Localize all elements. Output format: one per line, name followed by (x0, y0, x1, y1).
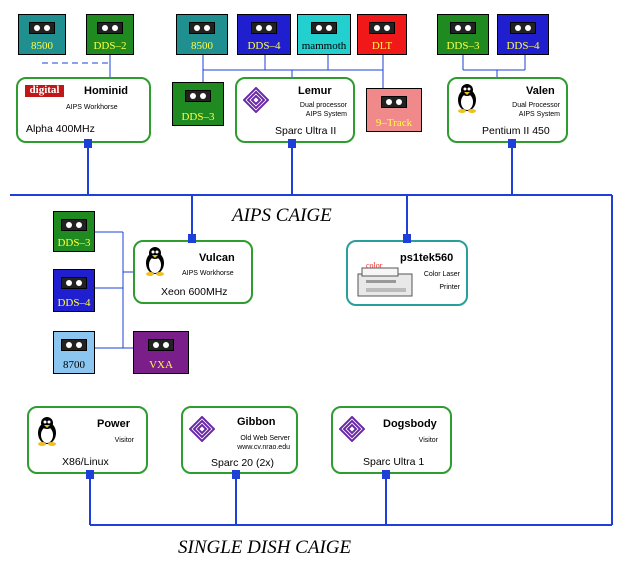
tape-drive-dds4: DDS–4 (53, 269, 95, 312)
tape-slot-icon (189, 22, 215, 34)
tape-slot-icon (381, 96, 407, 108)
aips-caige-label: AIPS CAIGE (232, 205, 332, 226)
tape-drive-dds3: DDS–3 (172, 82, 224, 126)
color-laser-printer-icon (357, 267, 413, 297)
tape-drive-dds4: DDS–4 (237, 14, 291, 55)
tape-slot-icon (251, 22, 277, 34)
host-name: Power (97, 418, 131, 430)
host-spec: Sparc Ultra 1 (363, 456, 425, 468)
host-spec: Sparc 20 (2x) (211, 457, 275, 469)
host-spec: Alpha 400MHz (26, 123, 95, 135)
tux-penguin-icon (458, 84, 476, 113)
tape-drive-8500: 8500 (176, 14, 228, 55)
host-name: Lemur (298, 85, 332, 97)
printer-color-label: color (366, 261, 383, 270)
host-role: Color Laser (423, 271, 460, 278)
tape-drive-dds3: DDS–3 (437, 14, 489, 55)
host-lemur[interactable]: Lemur Dual processor AIPS System Sparc U… (235, 77, 355, 143)
digital-logo: digital (25, 84, 64, 97)
host-role: Visitor (114, 437, 134, 444)
host-power[interactable]: Power Visitor X86/Linux (27, 406, 148, 474)
tape-slot-icon (185, 90, 211, 102)
host-name: ps1tek560 (400, 252, 454, 264)
host-role: AIPS System (518, 111, 560, 118)
host-hominid[interactable]: digital Hominid AIPS Workhorse Alpha 400… (16, 77, 151, 143)
network-port (403, 234, 411, 243)
host-dogsbody[interactable]: Dogsbody Visitor Sparc Ultra 1 (331, 406, 452, 474)
network-port (288, 139, 296, 148)
tape-slot-icon (510, 22, 536, 34)
tape-drive-dlt: DLT (357, 14, 407, 55)
network-port (188, 234, 196, 243)
host-spec: Xeon 600MHz (161, 286, 228, 298)
network-port (508, 139, 516, 148)
host-spec: Sparc Ultra II (275, 125, 337, 137)
tape-drive-9track: 9–Track (366, 88, 422, 132)
host-vulcan[interactable]: Vulcan AIPS Workhorse Xeon 600MHz (133, 240, 253, 304)
host-name: Gibbon (237, 416, 276, 428)
host-role: Old Web Server (240, 435, 290, 442)
network-port (86, 470, 94, 479)
host-role: AIPS Workhorse (66, 104, 118, 111)
tux-penguin-icon (38, 417, 56, 446)
tape-slot-icon (29, 22, 55, 34)
host-role: Dual Processor (512, 102, 560, 109)
host-spec: Pentium II 450 (482, 125, 550, 137)
sun-logo-icon (243, 87, 269, 113)
tape-drive-dds3: DDS–3 (53, 211, 95, 252)
host-name: Dogsbody (383, 418, 437, 430)
tape-drive-8500: 8500 (18, 14, 66, 55)
network-port (382, 470, 390, 479)
host-role: www.cv.nrao.edu (237, 444, 290, 451)
sun-logo-icon (189, 416, 215, 442)
tape-drive-dds2: DDS–2 (86, 14, 134, 55)
host-role: AIPS System (305, 111, 347, 118)
tape-drive-mammoth: mammoth (297, 14, 351, 55)
tape-drive-8700: 8700 (53, 331, 95, 374)
tape-slot-icon (61, 277, 87, 289)
host-valen[interactable]: Valen Dual Processor AIPS System Pentium… (447, 77, 568, 143)
host-gibbon[interactable]: Gibbon Old Web Server www.cv.nrao.edu Sp… (181, 406, 298, 474)
host-name: Vulcan (199, 252, 235, 264)
tux-penguin-icon (146, 247, 164, 276)
host-role: Dual processor (299, 102, 347, 109)
tape-drive-vxa: VXA (133, 331, 189, 374)
tape-slot-icon (61, 339, 87, 351)
host-ps1tek560[interactable]: color ps1tek560 Color Laser Printer (346, 240, 468, 306)
tape-slot-icon (369, 22, 395, 34)
host-name: Valen (526, 85, 555, 97)
host-role: Visitor (418, 437, 438, 444)
tape-drive-dds4: DDS–4 (497, 14, 549, 55)
sun-logo-icon (339, 416, 365, 442)
tape-slot-icon (311, 22, 337, 34)
single-dish-caige-label: SINGLE DISH CAIGE (178, 537, 352, 558)
host-name: Hominid (84, 85, 128, 97)
tape-slot-icon (97, 22, 123, 34)
tape-slot-icon (61, 219, 87, 231)
host-role: Printer (439, 284, 460, 291)
network-port (232, 470, 240, 479)
host-spec: X86/Linux (62, 456, 109, 468)
tape-slot-icon (148, 339, 174, 351)
host-role: AIPS Workhorse (182, 270, 234, 277)
tape-slot-icon (450, 22, 476, 34)
network-port (84, 139, 92, 148)
